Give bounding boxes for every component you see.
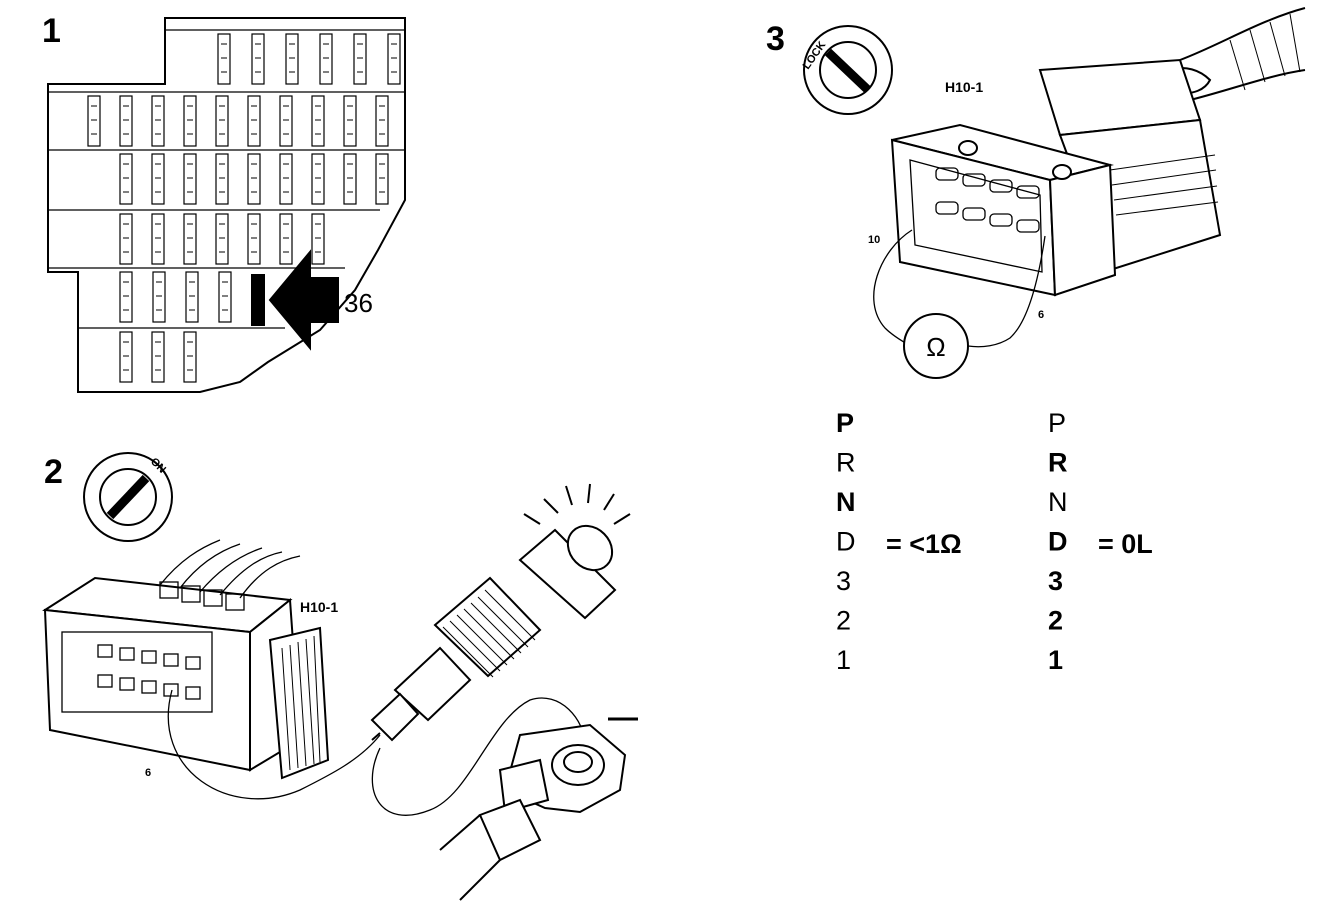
minus-sign: — — [608, 701, 638, 734]
gear-r-label: R — [1048, 448, 1068, 478]
result-right: = 0L — [1098, 529, 1153, 559]
fuse-slot — [119, 271, 133, 323]
fuse-rails — [48, 29, 405, 329]
gear-n-label: N — [836, 487, 856, 517]
fuse-36-highlight — [251, 274, 265, 326]
step-3-panel: 3 LOCK — [766, 7, 1306, 675]
step-3-number: 3 — [766, 20, 785, 58]
fuse-slot — [375, 153, 389, 205]
fuse-slot — [247, 213, 261, 265]
fuse-slot — [311, 213, 325, 265]
fuse-slot — [87, 95, 101, 147]
fuse-slot — [119, 331, 133, 383]
fuse-slot — [215, 95, 229, 147]
gear-d-label: D — [1048, 527, 1068, 557]
test-lamp-probe-icon — [167, 483, 631, 816]
pin-6-label-step3: 6 — [1038, 309, 1044, 321]
fuse-slot — [119, 153, 133, 205]
fuse-slot — [183, 95, 197, 147]
fuse-slot — [319, 33, 333, 85]
fuse-slot — [217, 33, 231, 85]
gear-r-label: R — [836, 448, 856, 478]
fuse-slot — [353, 33, 367, 85]
fuse-slot — [152, 271, 166, 323]
arrow-icon — [268, 249, 339, 351]
fuse-slot — [285, 33, 299, 85]
fuse-slot — [151, 153, 165, 205]
gear-3-label: 3 — [836, 566, 851, 596]
step-2-number: 2 — [44, 453, 63, 491]
fuse-slot — [183, 213, 197, 265]
fuse-slot — [311, 153, 325, 205]
fuse-slot — [151, 331, 165, 383]
fuse-grid — [87, 33, 401, 383]
fuse-slot — [375, 95, 389, 147]
step-1-panel: 1 36 — [42, 12, 406, 393]
gear-p-label: P — [1048, 408, 1066, 438]
fuse-slot — [311, 95, 325, 147]
fuse-slot — [247, 95, 261, 147]
ignition-switch-on-icon: ON — [83, 452, 173, 542]
fuse-slot — [183, 331, 197, 383]
fuse-slot — [251, 33, 265, 85]
gear-d-label: D — [836, 527, 856, 557]
connector-label-step3: H10-1 — [945, 79, 983, 95]
step-2-panel: 2 ON — [42, 452, 638, 901]
pin-10-label: 10 — [868, 234, 880, 246]
fuse-slot — [343, 95, 357, 147]
pin-6-label-step2: 6 — [145, 767, 151, 779]
gear-p-label: P — [836, 408, 854, 438]
fuse-slot — [215, 213, 229, 265]
gear-3-label: 3 — [1048, 566, 1063, 596]
fuse-slot — [279, 95, 293, 147]
gear-1-label: 1 — [1048, 645, 1063, 675]
fuse-slot — [151, 213, 165, 265]
step-1-number: 1 — [42, 12, 61, 50]
gear-n-label: N — [1048, 487, 1068, 517]
ohm-symbol: Ω — [926, 332, 945, 362]
gear-2-label: 2 — [1048, 606, 1063, 636]
gear-2-label: 2 — [836, 606, 851, 636]
connector-h10-1-step2: H10-1 6 — [42, 539, 338, 780]
ignition-switch-lock-icon: LOCK — [801, 25, 893, 115]
fuse-slot — [343, 153, 357, 205]
fuse-slot — [247, 153, 261, 205]
fuse-slot — [279, 213, 293, 265]
fuse-slot — [183, 153, 197, 205]
connector-h10-1-step3: H10-1 10 6 — [868, 58, 1222, 321]
connector-label-step2: H10-1 — [300, 599, 338, 615]
fuse-slot — [387, 33, 401, 85]
fuse-slot — [151, 95, 165, 147]
gear-1-label: 1 — [836, 645, 851, 675]
ohmmeter-icon: Ω — [873, 229, 1046, 379]
fuse-box-outline — [47, 17, 406, 393]
result-left: = <1Ω — [886, 529, 962, 559]
hand-icon — [1169, 7, 1306, 101]
fuse-slot — [185, 271, 199, 323]
fuse-slot — [119, 213, 133, 265]
ground-terminal-icon: — — [439, 701, 638, 901]
fuse-slot — [279, 153, 293, 205]
fuse-slot — [218, 271, 232, 323]
fuse-slot — [119, 95, 133, 147]
fuse-slot — [215, 153, 229, 205]
fuse-number-label: 36 — [344, 288, 373, 318]
